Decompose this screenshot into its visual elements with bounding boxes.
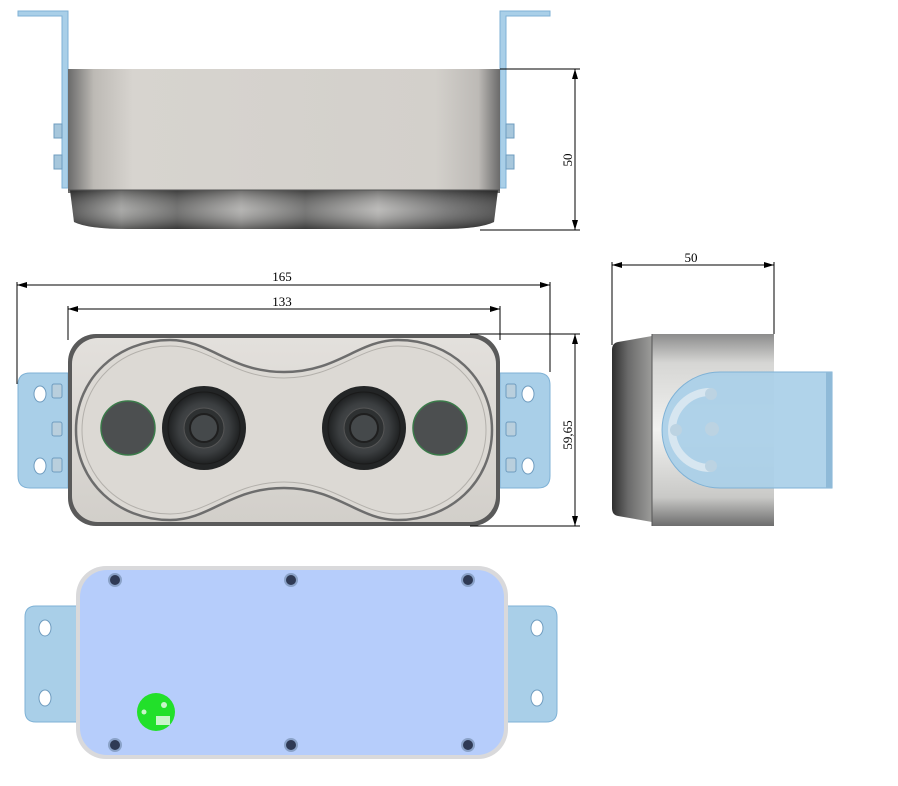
dimension-side-depth: 50: [611, 250, 775, 345]
front-view: [17, 334, 551, 526]
right-lens: [322, 386, 406, 470]
screw: [284, 573, 298, 587]
side-front-cap: [612, 336, 652, 522]
bolt: [505, 154, 515, 170]
top-view: [17, 10, 551, 229]
rear-left-bracket: [24, 605, 81, 723]
screw: [461, 738, 475, 752]
screw: [108, 573, 122, 587]
bracket-slot: [521, 385, 535, 403]
side-bracket: [661, 371, 833, 489]
screw: [461, 573, 475, 587]
left-lens: [162, 386, 246, 470]
right-ir-sensor: [412, 400, 468, 456]
side-bolt: [705, 460, 717, 472]
screw: [284, 738, 298, 752]
top-left-bracket: [17, 10, 69, 189]
rear-plate: [80, 570, 504, 755]
bracket-slot: [38, 619, 52, 637]
side-bolt: [705, 388, 717, 400]
connector-port: [137, 693, 175, 731]
bolt: [53, 123, 63, 139]
bracket-slot: [530, 619, 544, 637]
bracket-slot: [521, 457, 535, 475]
rear-view: [24, 566, 558, 759]
bolt: [53, 154, 63, 170]
bolt: [505, 123, 515, 139]
top-right-bracket: [499, 10, 551, 189]
face-contour: [74, 338, 494, 522]
dim-label-overall-width: 165: [272, 269, 292, 284]
dimension-body-width: 133: [67, 294, 501, 340]
dimension-front-height: 59,65: [470, 333, 580, 527]
side-bolt: [670, 424, 682, 436]
rear-screws: [108, 573, 475, 752]
dim-label-side-depth: 50: [685, 250, 698, 265]
bracket-slot: [530, 689, 544, 707]
rear-right-bracket: [502, 605, 558, 723]
dim-label-body-width: 133: [272, 294, 292, 309]
side-view: [612, 334, 833, 526]
left-ir-sensor: [100, 400, 156, 456]
bracket-slot: [33, 457, 47, 475]
top-housing: [68, 69, 500, 193]
screw: [108, 738, 122, 752]
dimension-top-height: 50: [480, 68, 580, 231]
dim-label-top-height: 50: [560, 154, 575, 167]
dimension-overall-width: 165: [16, 269, 551, 384]
dim-label-front-height: 59,65: [560, 420, 575, 449]
bracket-slot: [38, 689, 52, 707]
bracket-slot: [33, 385, 47, 403]
side-bolt: [705, 422, 719, 436]
